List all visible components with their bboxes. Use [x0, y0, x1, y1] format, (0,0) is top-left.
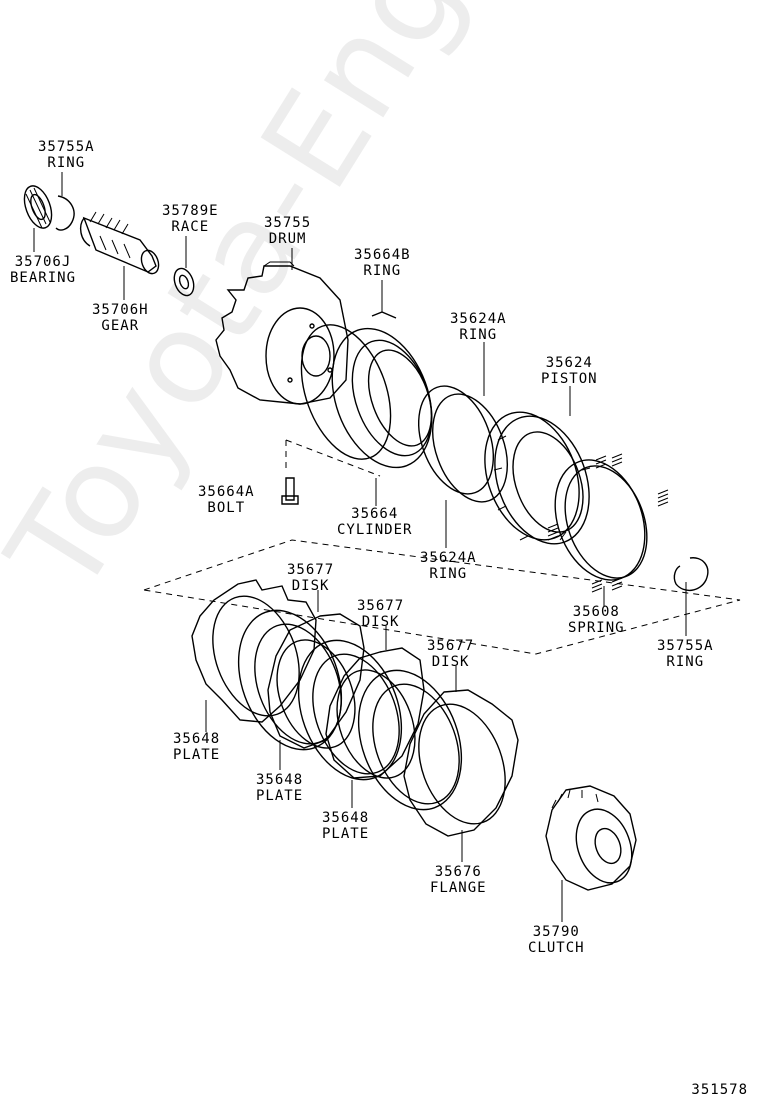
- label-ring-35664b: 35664B RING: [354, 247, 411, 279]
- part-name: RING: [429, 566, 468, 582]
- label-plate-35648-2: 35648 PLATE: [256, 772, 303, 804]
- part-number: 35664: [351, 506, 399, 522]
- gear-35706h-drawing: [79, 211, 160, 275]
- part-number: 35677: [357, 598, 405, 614]
- part-name: SPRING: [568, 620, 625, 636]
- part-name: RING: [459, 327, 498, 343]
- label-drum-35755: 35755 DRUM: [264, 215, 311, 247]
- label-clutch-35790: 35790 CLUTCH: [528, 924, 585, 956]
- piston-35624-drawing: [484, 411, 591, 545]
- label-cylinder-35664: 35664 CYLINDER: [337, 506, 412, 538]
- label-flange-35676: 35676 FLANGE: [430, 864, 487, 896]
- part-name: RING: [47, 155, 86, 171]
- part-number: 35789E: [162, 203, 219, 219]
- part-name: PLATE: [256, 788, 304, 804]
- part-number: 35624A: [420, 550, 477, 566]
- part-name: BEARING: [10, 270, 77, 286]
- label-bearing-35706j: 35706J BEARING: [10, 254, 76, 286]
- part-name: CLUTCH: [528, 940, 585, 956]
- part-name: DISK: [361, 614, 400, 630]
- bearing-35706j-drawing: [23, 185, 53, 229]
- part-name: PLATE: [322, 826, 370, 842]
- part-number: 35755A: [38, 139, 95, 155]
- ring-35755a-bottom-drawing: [673, 557, 709, 591]
- race-35789e-drawing: [173, 267, 195, 297]
- part-name: RING: [666, 654, 705, 670]
- label-plate-35648-1: 35648 PLATE: [173, 731, 220, 763]
- part-name: PISTON: [541, 371, 598, 387]
- part-name: RACE: [171, 219, 210, 235]
- bolt-35664a-drawing: [281, 477, 299, 505]
- drum-35755-drawing: [215, 261, 349, 405]
- part-name: DISK: [431, 654, 470, 670]
- part-number: 35676: [434, 864, 482, 880]
- leader-lines: [33, 172, 687, 922]
- label-spring-35608: 35608 SPRING: [568, 604, 625, 636]
- part-number: 35624A: [450, 311, 507, 327]
- part-name: FLANGE: [430, 880, 487, 896]
- label-ring-35755a-top: 35755A RING: [38, 139, 95, 171]
- ring-35755a-top-drawing: [55, 195, 75, 231]
- label-piston-35624: 35624 PISTON: [541, 355, 598, 387]
- part-number: 35664B: [354, 247, 411, 263]
- label-disk-35677-2: 35677 DISK: [357, 598, 404, 630]
- label-disk-35677-3: 35677 DISK: [427, 638, 474, 670]
- label-bolt-35664a: 35664A BOLT: [198, 484, 255, 516]
- assembly-outline: [143, 439, 741, 655]
- part-number: 35648: [322, 810, 370, 826]
- part-number: 35664A: [198, 484, 255, 500]
- label-gear-35706h: 35706H GEAR: [92, 302, 149, 334]
- figure-code: 351578: [691, 1082, 748, 1098]
- part-number: 35790: [532, 924, 580, 940]
- part-number: 35706J: [14, 254, 72, 270]
- spring-35608-drawing: [547, 453, 669, 593]
- part-name: GEAR: [101, 318, 140, 334]
- part-name: CYLINDER: [337, 522, 413, 538]
- clutch-pack-drawing: [191, 579, 519, 837]
- part-number: 35755A: [657, 638, 714, 654]
- part-name: BOLT: [207, 500, 246, 516]
- part-number: 35648: [173, 731, 221, 747]
- ring-35664b-drawing: [300, 311, 397, 460]
- label-plate-35648-3: 35648 PLATE: [322, 810, 369, 842]
- clutch-35790-drawing: [545, 785, 637, 891]
- part-name: PLATE: [173, 747, 221, 763]
- part-number: 35608: [572, 604, 620, 620]
- part-number: 35677: [427, 638, 475, 654]
- part-name: RING: [363, 263, 402, 279]
- part-number: 35755: [264, 215, 312, 231]
- part-number: 35677: [287, 562, 335, 578]
- part-number: 35648: [256, 772, 304, 788]
- part-name: DISK: [291, 578, 330, 594]
- part-number: 35624: [545, 355, 593, 371]
- label-race-35789e: 35789E RACE: [162, 203, 219, 235]
- cylinder-35664-drawing: [331, 327, 433, 469]
- label-ring-35624a-top: 35624A RING: [450, 311, 507, 343]
- part-number: 35706H: [92, 302, 149, 318]
- label-ring-35624a-bottom: 35624A RING: [420, 550, 477, 582]
- label-ring-35755a-bottom: 35755A RING: [657, 638, 714, 670]
- label-disk-35677-1: 35677 DISK: [287, 562, 334, 594]
- part-name: DRUM: [268, 231, 307, 247]
- ring-35624a-drawing: [418, 385, 508, 503]
